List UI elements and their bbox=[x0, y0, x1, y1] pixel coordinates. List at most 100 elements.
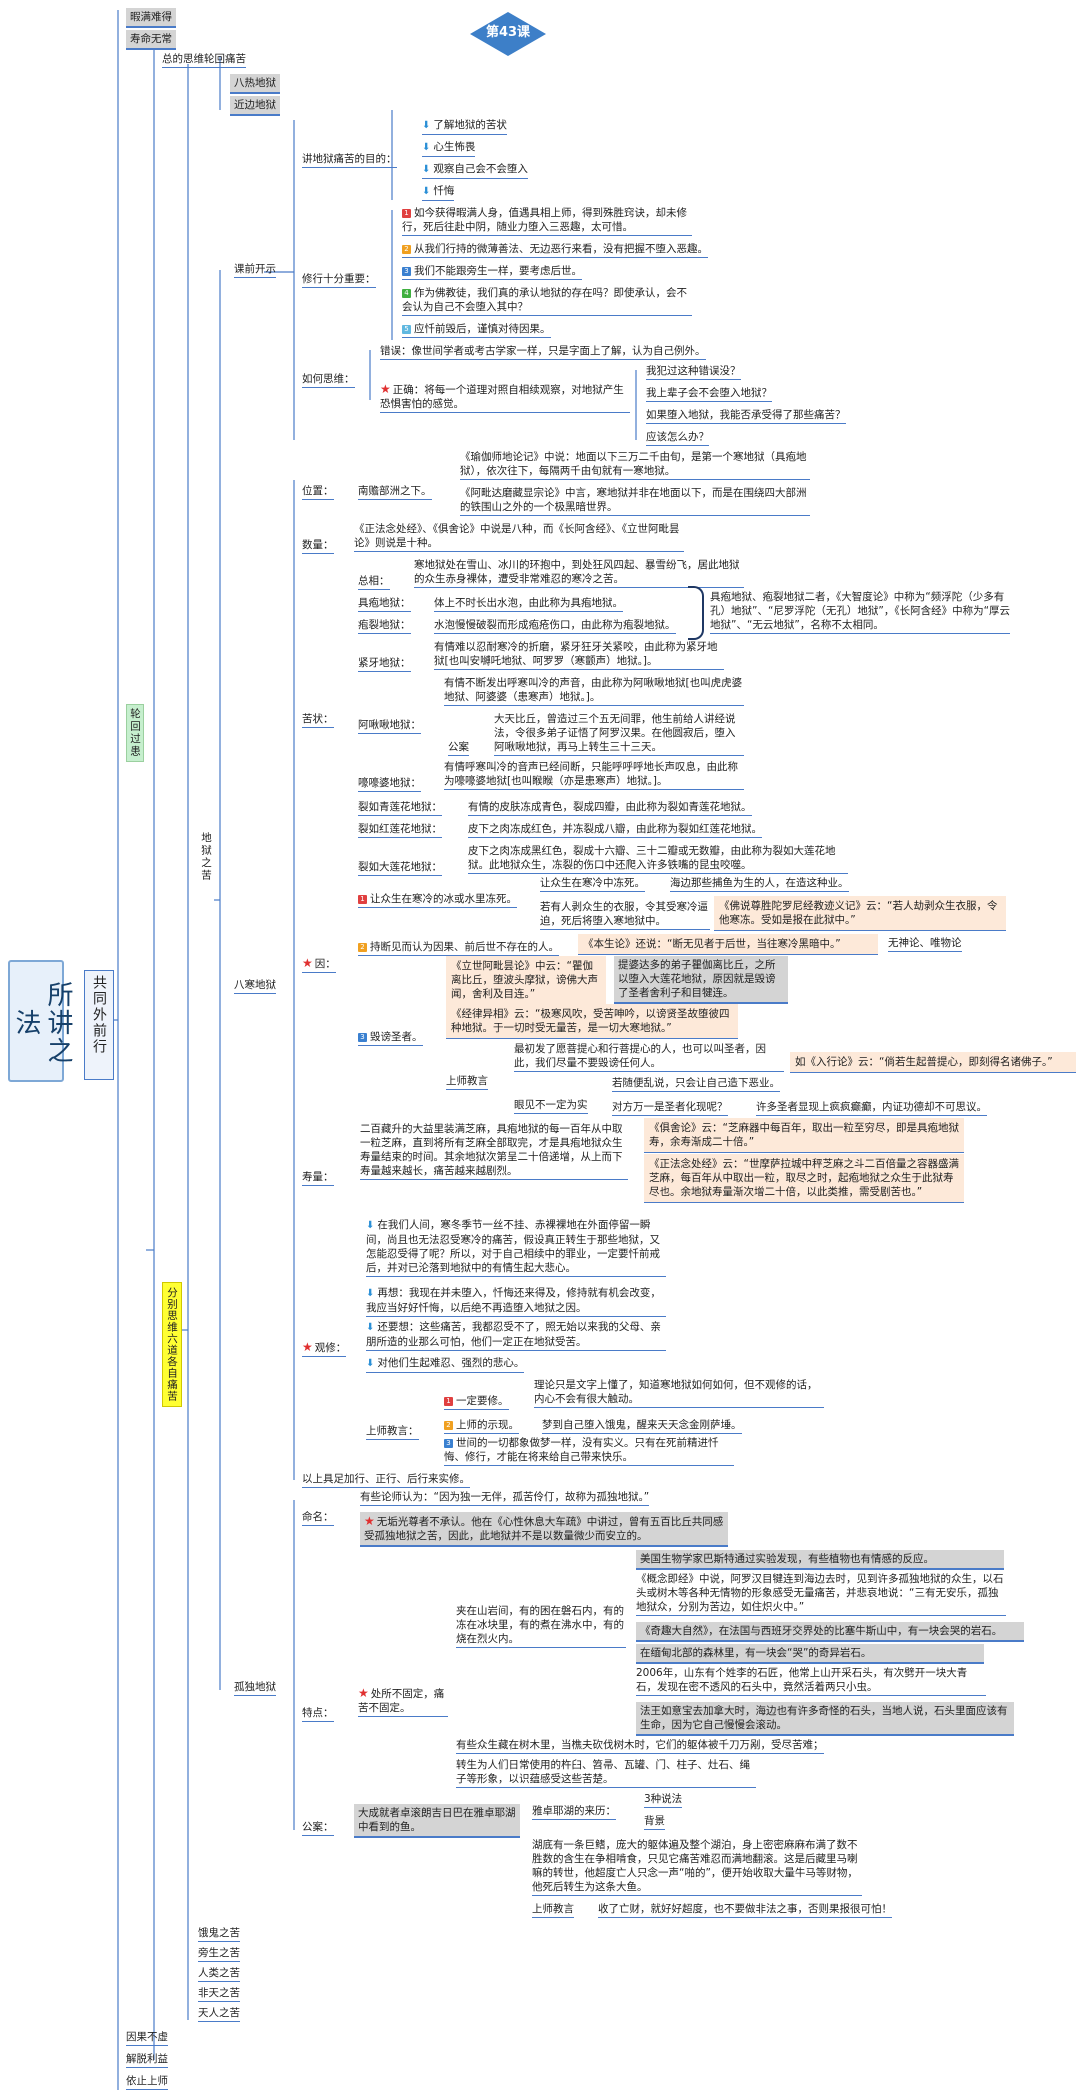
purpose-1[interactable]: ⬇了解地狱的苦状 bbox=[422, 118, 507, 135]
h5-label[interactable]: 嚎嚎婆地狱： bbox=[358, 776, 421, 792]
node-suffering[interactable]: 苦状： bbox=[302, 712, 334, 728]
lifespan-quote-2[interactable]: 《正法念处经》云：“世摩萨拉城中秤芝麻之斗二百倍量之容器盛满芝麻，每百年从中取出… bbox=[644, 1154, 964, 1203]
h12-note[interactable]: 具疱地狱、疱裂地狱二者，《大智度论》中称为“频浮陀（少多有孔）地狱”、“尼罗浮陀… bbox=[710, 590, 1010, 634]
think-right[interactable]: ★正确：将每一个道理对照自相续观察，对地狱产生恐惧害怕的感觉。 bbox=[380, 382, 630, 413]
question-4[interactable]: 应该怎么办？ bbox=[646, 430, 709, 446]
example-5[interactable]: 2006年，山东有个姓李的石匠，他常上山开采石头，有次劈开一块大青石，发现在密不… bbox=[636, 1666, 986, 1696]
med-3[interactable]: ⬇还要想：这些痛苦，我都忍受不了，照无始以来我的父母、亲朋所造的业那么可怕，他们… bbox=[366, 1320, 666, 1351]
node-six-realms[interactable]: 分别思维六道各自痛苦 bbox=[162, 1282, 182, 1407]
purpose-2[interactable]: ⬇心生怖畏 bbox=[422, 140, 476, 157]
general-text[interactable]: 寒地狱处在雪山、冰川的环抱中，到处狂风四起、暴雪纷飞，居此地狱的众生赤身裸体，遭… bbox=[414, 558, 744, 588]
example-1[interactable]: 美国生物学家巴斯特通过实验发现，有些植物也有情感的反应。 bbox=[636, 1550, 1004, 1570]
med-teach-b1[interactable]: 梦到自己堕入饿鬼，醒来天天念金刚萨埵。 bbox=[542, 1418, 742, 1434]
node-how-to-think[interactable]: 如何思维： bbox=[302, 372, 355, 388]
node-lifespan[interactable]: 寿量： bbox=[302, 1170, 334, 1186]
realm-human[interactable]: 人类之苦 bbox=[198, 1966, 240, 1982]
med-1[interactable]: ⬇在我们人间，寒冬季节一丝不挂、赤裸裸地在外面停留一瞬间，尚且也无法忍受寒冷的痛… bbox=[366, 1218, 666, 1277]
h2-label[interactable]: 疱裂地狱： bbox=[358, 618, 411, 634]
node-lonely-hells[interactable]: 孤独地狱 bbox=[234, 1680, 276, 1696]
h6-label[interactable]: 裂如青莲花地狱： bbox=[358, 800, 442, 816]
number-text[interactable]: 《正法念处经》、《俱舍论》中说是八种，而《长阿含经》、《立世阿毗昙论》则说是十种… bbox=[354, 522, 684, 552]
node-features[interactable]: 特点： bbox=[302, 1706, 334, 1722]
h4-text[interactable]: 有情不断发出呼寒叫冷的声音，由此称为阿啾啾地狱[也叫虎虎婆地狱、阿婆婆（患寒声）… bbox=[444, 676, 744, 706]
node-karma[interactable]: 因果不虚 bbox=[126, 2030, 168, 2046]
question-1[interactable]: 我犯过这种错误没？ bbox=[646, 364, 741, 380]
location-quote-2[interactable]: 《阿毗达磨藏显宗论》中言，寒地狱并非在地面以下，而是在围绕四大部洲的铁围山之外的… bbox=[460, 486, 810, 516]
teach-5[interactable]: 许多圣者显现上疯疯癫癫，内证功德却不可思议。 bbox=[756, 1100, 987, 1116]
node-number[interactable]: 数量： bbox=[302, 538, 334, 554]
question-3[interactable]: 如果堕入地狱，我能否承受得了那些痛苦？ bbox=[646, 408, 846, 424]
cause-1b[interactable]: 海边那些捕鱼为生的人，在造这种业。 bbox=[670, 876, 849, 892]
cold-end[interactable]: 以上具足加行、正行、后行来实修。 bbox=[302, 1472, 470, 1488]
location-main[interactable]: 南赡部洲之下。 bbox=[358, 484, 432, 500]
h3-text[interactable]: 有情难以忍耐寒冷的折磨，紧牙狂牙关紧咬，由此称为紧牙地狱[也叫安嚩吒地狱、呵罗罗… bbox=[434, 640, 724, 670]
node-naming[interactable]: 命名： bbox=[302, 1510, 334, 1526]
lifespan-text[interactable]: 二百藏升的大益里装满芝麻，具疱地狱的每一百年从中取一粒芝麻，直到将所有芝麻全部取… bbox=[360, 1122, 628, 1180]
h7-label[interactable]: 裂如红莲花地狱： bbox=[358, 822, 442, 838]
story-detail[interactable]: 湖底有一条巨鳍，庞大的躯体遍及整个湖泊，身上密密麻麻布满了数不胜数的含生在争相啃… bbox=[532, 1838, 862, 1896]
h1-text[interactable]: 体上不时长出水泡，由此称为具疱地狱。 bbox=[434, 596, 623, 612]
general-label[interactable]: 总相： bbox=[358, 574, 390, 590]
realm-god[interactable]: 天人之苦 bbox=[198, 2006, 240, 2022]
node-intro[interactable]: 课前开示 bbox=[234, 262, 276, 278]
node-hell-suffering[interactable]: 地狱之苦 bbox=[200, 832, 212, 882]
story-teach-label[interactable]: 上师教言 bbox=[532, 1902, 574, 1918]
story-teach[interactable]: 收了亡财，就好好超度，也不要做非法之事，否则果报很可怕！ bbox=[598, 1902, 892, 1918]
purpose-4[interactable]: ⬇忏悔 bbox=[422, 184, 455, 201]
h4-label[interactable]: 阿啾啾地狱： bbox=[358, 718, 421, 734]
example-2[interactable]: 《概念即经》中说，阿罗汉目犍连到海边去时，见到许多孤独地狱的众生，以石头或树木等… bbox=[636, 1572, 1006, 1616]
med-teach-a1[interactable]: 理论只是文字上懂了，知道寒地狱如何如何，但不观修的话，内心不会有很大触动。 bbox=[534, 1378, 824, 1408]
h8-text[interactable]: 皮下之肉冻成黑红色，裂成十六瓣、三十二瓣或无数瓣，由此称为裂如大莲花地狱。此地狱… bbox=[468, 844, 848, 874]
not-sure[interactable]: 眼见不一定为实 bbox=[514, 1098, 588, 1114]
node-precious-human-birth[interactable]: 暇满难得 bbox=[126, 8, 176, 28]
story-text[interactable]: 大成就者卓滚朗吉日巴在雅卓耶湖中看到的鱼。 bbox=[354, 1804, 520, 1838]
h8-label[interactable]: 裂如大莲花地狱： bbox=[358, 860, 442, 876]
features-p2[interactable]: 有些众生藏在树木里，当樵夫砍伐树木时，它们的躯体被千刀万剐，受尽苦难； bbox=[456, 1738, 824, 1754]
root-topic[interactable]: 所讲之法 bbox=[8, 960, 73, 1082]
med-teach-label[interactable]: 上师教言： bbox=[366, 1424, 419, 1440]
node-meditation[interactable]: ★观修： bbox=[302, 1340, 347, 1357]
cause-3-quote-2[interactable]: 提婆达多的弟子瞿伽离比丘，之所以堕入大莲花地狱，原因就是毁谤了圣者舍利子和目犍连… bbox=[614, 956, 788, 1004]
h7-text[interactable]: 皮下之肉冻成红色，并冻裂成八瓣，由此称为裂如红莲花地狱。 bbox=[468, 822, 762, 838]
location-quote-1[interactable]: 《瑜伽师地论记》中说：地面以下三万二千由旬，是第一个寒地狱（具疱地狱），依次往下… bbox=[460, 450, 810, 480]
teach-2[interactable]: 如《入行论》云：“倘若生起普提心，即刻得名诸佛子。” bbox=[790, 1052, 1076, 1073]
h3-label[interactable]: 紧牙地狱： bbox=[358, 656, 411, 672]
h4-case-label[interactable]: 公案 bbox=[448, 740, 469, 756]
realm-hungry-ghost[interactable]: 饿鬼之苦 bbox=[198, 1926, 240, 1942]
features-p3[interactable]: 转生为人们日常使用的杵臼、笤帚、瓦罐、门、柱子、灶石、绳子等形象，以识蕴感受这些… bbox=[456, 1758, 756, 1788]
realm-animal[interactable]: 旁生之苦 bbox=[198, 1946, 240, 1962]
node-samsara-faults[interactable]: 轮回过患 bbox=[126, 704, 144, 762]
med-2[interactable]: ⬇再想：我现在并未堕入，忏悔还来得及，修持就有机会改变，我应当好好忏悔，以后绝不… bbox=[366, 1286, 666, 1317]
node-guru[interactable]: 依止上师 bbox=[126, 2074, 168, 2090]
node-purpose[interactable]: 讲地狱痛苦的目的： bbox=[302, 152, 397, 168]
teach-3[interactable]: 若随便乱说，只会让自己造下恶业。 bbox=[612, 1076, 780, 1092]
features-p1[interactable]: 夹在山岩间，有的困在磐石内，有的冻在冰块里，有的煮在沸水中，有的烧在烈火内。 bbox=[456, 1604, 626, 1648]
realm-asura[interactable]: 非天之苦 bbox=[198, 1986, 240, 2002]
node-neighboring-hells[interactable]: 近边地狱 bbox=[230, 96, 280, 116]
cause-2-quote[interactable]: 《本生论》还说：“断无见者于后世，当往寒冷黑暗中。” bbox=[578, 934, 878, 955]
lifespan-quote-1[interactable]: 《俱舍论》云：“芝麻器中每百年，取出一粒至穷尽，即是具疱地狱寿，余寿渐成二十倍。… bbox=[644, 1118, 964, 1153]
cause-3-quote-3[interactable]: 《经律异相》云：“极寒风吹，受苦呻吟，以谤贤圣故堕彼四种地狱。于一切时受无量苦，… bbox=[446, 1004, 738, 1039]
think-wrong[interactable]: 错误：像世间学者或考古学家一样，只是字面上了解，认为自己例外。 bbox=[380, 344, 706, 360]
h1-label[interactable]: 具疱地狱： bbox=[358, 596, 411, 612]
node-hot-hells[interactable]: 八热地狱 bbox=[230, 74, 280, 94]
cause-2-note[interactable]: 无神论、唯物论 bbox=[888, 936, 962, 952]
branch-common-preliminaries[interactable]: 共同外前行 bbox=[84, 970, 114, 1080]
node-story[interactable]: 公案： bbox=[302, 1820, 334, 1836]
cause-1a[interactable]: 让众生在寒冷中冻死。 bbox=[540, 876, 645, 892]
cause-1d[interactable]: 《佛说尊胜陀罗尼经教迹义记》云：“若人劫剥众生衣服，令他寒冻。受如是报在此狱中。… bbox=[714, 896, 1006, 931]
features-main[interactable]: ★处所不固定，痛苦不固定。 bbox=[358, 1686, 448, 1717]
example-4[interactable]: 在缅甸北部的森林里，有一块会“哭”的奇异岩石。 bbox=[636, 1644, 984, 1664]
question-2[interactable]: 我上辈子会不会堕入地狱？ bbox=[646, 386, 772, 402]
naming-alt[interactable]: ★无垢光尊者不承认。他在《心性休息大车疏》中讲过，曾有五百比丘共同感受孤独地狱之… bbox=[360, 1512, 728, 1547]
